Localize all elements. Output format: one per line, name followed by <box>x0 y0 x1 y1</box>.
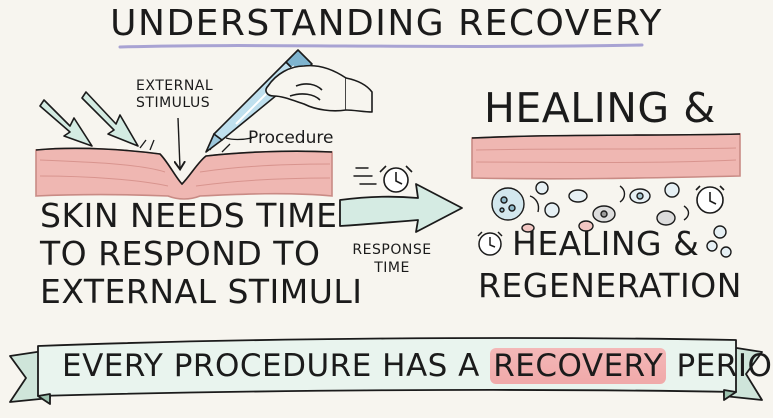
left-caption-line-3: EXTERNAL STIMULI <box>40 272 363 311</box>
healing-caption-line1: HEALING & <box>512 224 700 263</box>
healing-caption-line2: REGENERATION <box>478 266 742 305</box>
clock-icon-right <box>695 185 725 214</box>
skin-layer-left <box>35 139 333 200</box>
page-title: UNDERSTANDING RECOVERY <box>110 3 663 44</box>
clock-icon-small <box>477 231 503 256</box>
stimulus-arrows <box>39 91 139 147</box>
left-caption-line-1: SKIN NEEDS TIME <box>40 196 338 235</box>
cells-cluster <box>491 181 732 258</box>
speed-lines <box>353 167 377 185</box>
banner-highlight: RECOVERY <box>490 348 667 384</box>
response-time-label-line2: TIME <box>374 260 410 276</box>
banner-prefix: EVERY PROCEDURE HAS A <box>62 348 480 384</box>
hand-icon <box>265 64 373 113</box>
stimulus-label-line1: EXTERNAL <box>136 78 214 94</box>
banner-text: EVERY PROCEDURE HAS A RECOVERY PERIOD <box>62 348 773 384</box>
skin-layer-right <box>471 133 741 180</box>
healing-heading: HEALING & <box>484 84 716 132</box>
procedure-pointer <box>225 137 253 141</box>
alarm-clock-icon <box>379 165 413 193</box>
stimulus-pointer-arrow <box>178 117 180 168</box>
left-caption-line-2: TO RESPOND TO <box>40 234 321 273</box>
response-time-arrow <box>339 183 463 233</box>
procedure-label: Procedure <box>248 128 334 148</box>
stimulus-label-line2: STIMULUS <box>136 95 211 111</box>
response-time-label-line1: RESPONSE <box>352 242 432 258</box>
banner-suffix: PERIOD <box>676 348 773 384</box>
title-underline <box>118 43 644 49</box>
